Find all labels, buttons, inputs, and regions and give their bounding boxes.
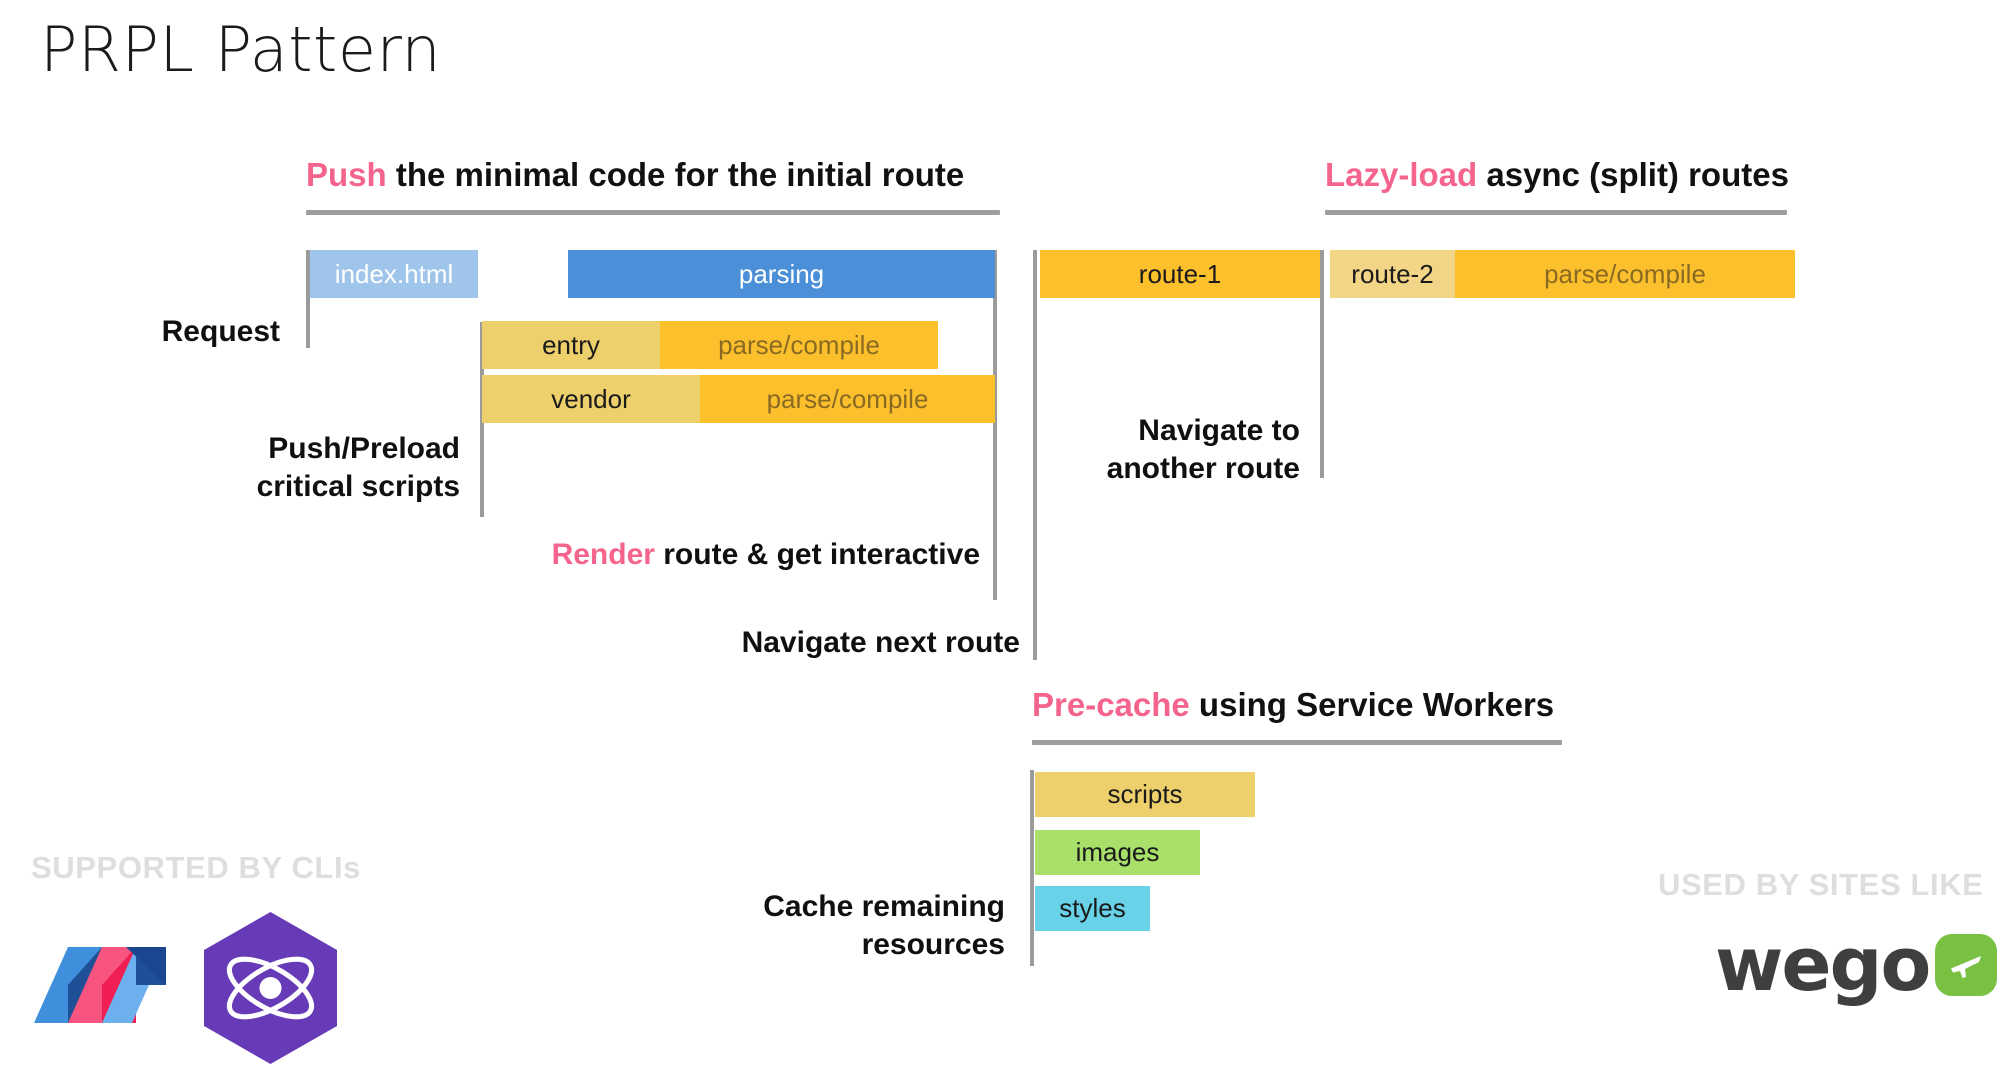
bar-segment-index-html: index.html [310,250,478,298]
bar-scripts: scripts [1035,772,1255,817]
bar-segment-entry-parse: parse/compile [660,321,938,369]
bar-segment-vendor: vendor [482,375,700,423]
section-heading-push: Push the minimal code for the initial ro… [306,158,964,191]
bar-styles: styles [1035,886,1150,931]
section-heading-lazy-keyword: Lazy-load [1325,156,1478,193]
bar-vendor: vendor parse/compile [482,375,995,423]
bar-segment-entry: entry [482,321,660,369]
bar-segment-styles: styles [1035,886,1150,931]
footer-caption-used-by: USED BY SITES LIKE [1658,867,1984,902]
bar-segment-route-1: route-1 [1040,250,1320,298]
bar-route-2: route-2 parse/compile [1330,250,1795,298]
section-heading-lazy-rest: async (split) routes [1477,156,1789,193]
section-heading-push-rest: the minimal code for the initial route [386,156,965,193]
preact-logo [198,908,343,1073]
section-rule-precache [1032,740,1562,745]
label-push-preload: Push/Preload critical scripts [256,432,460,504]
bar-segment-parsing: parsing [568,250,995,298]
wego-plane-badge [1935,934,1998,996]
label-render-keyword: Render [551,538,655,571]
label-cache-remaining: Cache remaining resources [763,890,1005,962]
page-title: PRPL Pattern [40,13,442,86]
label-navigate-next: Navigate next route [741,626,1020,659]
guide-render [993,250,997,600]
section-heading-push-keyword: Push [306,156,387,193]
guide-navigate-another [1320,250,1324,478]
footer-caption-supported-by: SUPPORTED BY CLIs [31,850,362,885]
bar-parsing: parsing [568,250,995,298]
section-heading-precache-keyword: Pre-cache [1032,686,1190,723]
guide-navigate-next [1033,250,1037,660]
bar-segment-route-2: route-2 [1330,250,1455,298]
wego-wordmark: wego [1715,922,1931,1008]
bar-segment-route-2-parse: parse/compile [1455,250,1795,298]
section-heading-precache: Pre-cache using Service Workers [1032,688,1554,721]
bar-segment-vendor-parse: parse/compile [700,375,995,423]
bar-segment-images: images [1035,830,1200,875]
bar-entry: entry parse/compile [482,321,938,369]
bar-segment-scripts: scripts [1035,772,1255,817]
section-heading-precache-rest: using Service Workers [1189,686,1555,723]
bar-route-1: route-1 [1040,250,1320,298]
label-render-rest: route & get interactive [654,538,980,571]
airplane-icon [1951,956,1982,978]
section-rule-lazy [1325,210,1787,215]
section-rule-push [306,210,1000,215]
guide-cache-remaining [1030,770,1034,966]
section-heading-lazy: Lazy-load async (split) routes [1325,158,1789,191]
label-render: Render route & get interactive [230,536,980,574]
guide-request [306,250,310,348]
bar-index-html: index.html [310,250,478,298]
polymer-logo [30,915,170,1060]
label-navigate-another: Navigate to another route [1106,414,1300,486]
bar-images: images [1035,830,1200,875]
label-request: Request [161,315,280,348]
wego-logo: wego [1715,922,1998,1008]
